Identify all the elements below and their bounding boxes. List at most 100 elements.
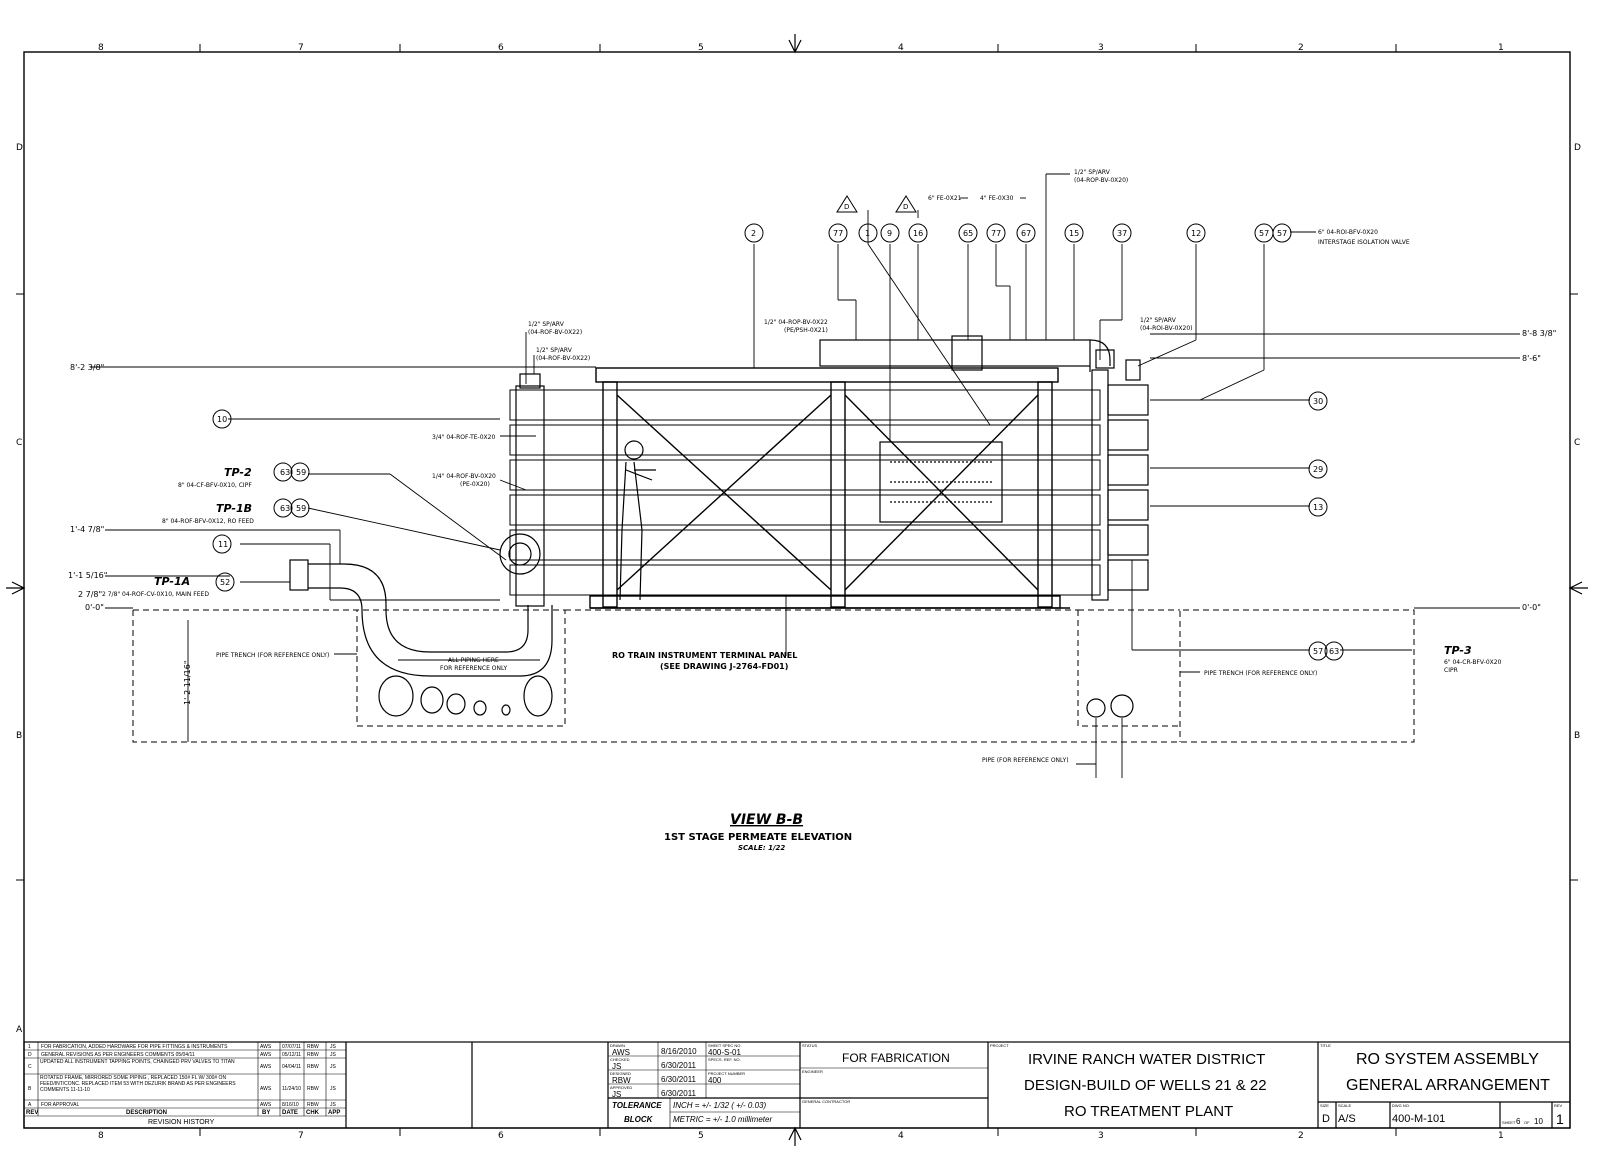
balloon-top: 77 [833, 229, 843, 238]
dim-zero-right: 0'-0" [1522, 603, 1541, 612]
balloon-top: 37 [1117, 229, 1127, 238]
scale-label: SCALE [1338, 1103, 1351, 1108]
rev-cell: JS [330, 1052, 337, 1058]
callout: (04-ROI-BV-0X20) [1140, 325, 1193, 332]
ref3: 400 [708, 1076, 722, 1085]
row-label: B [1574, 731, 1580, 741]
leader-lines [90, 173, 1520, 778]
row-label: A [16, 1025, 23, 1035]
tp3-desc: CIPR [1444, 667, 1458, 674]
callout: 6" 04-ROI-BFV-0X20 [1318, 229, 1378, 236]
callout: (04-ROF-BV-0X22) [528, 329, 582, 336]
balloon-circles [212, 223, 1344, 661]
engineer-label: ENGINEER [802, 1069, 823, 1074]
checked-by: JS [612, 1062, 621, 1071]
balloon-13: 13 [1313, 503, 1323, 512]
title-line1: RO SYSTEM ASSEMBLY [1356, 1051, 1539, 1068]
callout: (PE/PSH-0X21) [784, 327, 828, 334]
approved-date: 6/30/2011 [661, 1089, 697, 1098]
rev-cell: FOR FABRICATION, ADDED HARDWARE FOR PIPE… [41, 1044, 228, 1050]
callout: 4" FE-0X30 [980, 195, 1014, 202]
dwg-number: 400-M-101 [1392, 1113, 1445, 1125]
signoff-label: CHECKED [610, 1057, 630, 1062]
revision-deltas [836, 195, 917, 213]
row-label: C [16, 438, 22, 448]
rev-cell: AWS [260, 1064, 272, 1070]
rev-cell: 11/24/10 [282, 1086, 301, 1092]
callout: PIPE TRENCH (FOR REFERENCE ONLY) [1204, 670, 1317, 677]
signoff-label: DRAWN [610, 1043, 625, 1048]
delta-d: D [903, 203, 908, 211]
callout: 1/2" SP/ARV [1074, 169, 1111, 176]
title-line2: GENERAL ARRANGEMENT [1346, 1077, 1550, 1094]
title-label: TITLE [1320, 1043, 1331, 1048]
ref1: 400-S-01 [708, 1048, 741, 1057]
signoff-label: DESIGNED [610, 1071, 631, 1076]
balloon-11: 11 [218, 540, 228, 549]
balloon-top: 77 [991, 229, 1001, 238]
rev-cell: FOR APPROVAL [41, 1102, 79, 1108]
callout: ALL PIPING HERE [448, 657, 499, 664]
sheet-total: 10 [1534, 1117, 1543, 1126]
balloon-63: 63 [1329, 647, 1339, 656]
tp1b-label: TP-1B [216, 502, 252, 515]
col-label: 6 [498, 43, 504, 53]
signoff-label: APPROVED [610, 1085, 632, 1090]
balloon-29: 29 [1313, 465, 1323, 474]
callout-panel: (SEE DRAWING J-2764-FD01) [660, 662, 788, 671]
dim-zero-left: 0'-0" [85, 603, 104, 612]
rev-cell: AWS [260, 1044, 272, 1050]
rev-caption: REVISION HISTORY [148, 1119, 215, 1126]
tp1a-label: TP-1A [154, 575, 190, 588]
col-label: 7 [298, 43, 304, 53]
project-line2: DESIGN-BUILD OF WELLS 21 & 22 [1024, 1077, 1267, 1094]
rev-cell: 07/07/11 [282, 1044, 301, 1050]
balloon-top: 2 [751, 229, 756, 238]
dim-tp1b: 1'-4 7/8" [70, 525, 104, 534]
rev-header: BY [262, 1110, 270, 1116]
trench-pipes [378, 675, 1134, 718]
tolerance-metric: METRIC = +/- 1.0 millimeter [673, 1115, 772, 1124]
col-label: 3 [1098, 1131, 1104, 1141]
rev-cell: D [28, 1052, 32, 1058]
col-label: 2 [1298, 1131, 1304, 1141]
view-subtitle: 1ST STAGE PERMEATE ELEVATION [664, 832, 852, 843]
callout-panel: RO TRAIN INSTRUMENT TERMINAL PANEL [612, 651, 797, 660]
skid-frame [589, 367, 1061, 609]
rev-cell: AWS [260, 1102, 272, 1108]
rev-header: CHK [306, 1110, 320, 1116]
dwg-label: DWG NO. [1392, 1103, 1410, 1108]
rev-cell: RBW [307, 1052, 319, 1058]
signoff-label: PROJECT NUMBER [708, 1071, 745, 1076]
drawn-date: 8/16/2010 [661, 1047, 697, 1056]
rev-cell: ROTATED FRAME, MIRRORED SOME PIPING , RE… [40, 1075, 236, 1093]
title-block-frame [23, 1041, 1571, 1129]
balloon-top: 57 [1259, 229, 1269, 238]
tp2-desc: 8" 04-CF-BFV-0X10, CIPF [178, 482, 252, 489]
balloon-59: 59 [296, 468, 306, 477]
rev-cell: 8/16/10 [282, 1102, 299, 1108]
col-label: 7 [298, 1131, 304, 1141]
balloon-top: 67 [1021, 229, 1031, 238]
col-label: 5 [698, 1131, 704, 1141]
dim-right-top: 8'-8 3/8" [1522, 329, 1556, 338]
callout: (04-ROP-BV-0X20) [1074, 177, 1128, 184]
callout: 1/2" SP/ARV [528, 321, 565, 328]
row-label: D [16, 143, 23, 153]
title-block-rules [24, 1042, 988, 1128]
balloon-top: 12 [1191, 229, 1201, 238]
col-label: 2 [1298, 43, 1304, 53]
delta-d: D [844, 203, 849, 211]
size-value: D [1322, 1113, 1330, 1125]
design-by: RBW [612, 1076, 631, 1085]
balloon-top: 16 [913, 229, 923, 238]
balloon-57: 57 [1313, 647, 1323, 656]
balloon-52: 52 [220, 578, 230, 587]
view-title: VIEW B-B [730, 812, 803, 828]
permeate-pipe [819, 335, 1115, 372]
project-label: PROJECT [990, 1043, 1009, 1048]
balloon-10: 10 [217, 415, 227, 424]
scale-value: A/S [1338, 1113, 1356, 1125]
pressure-vessels [509, 389, 1101, 596]
